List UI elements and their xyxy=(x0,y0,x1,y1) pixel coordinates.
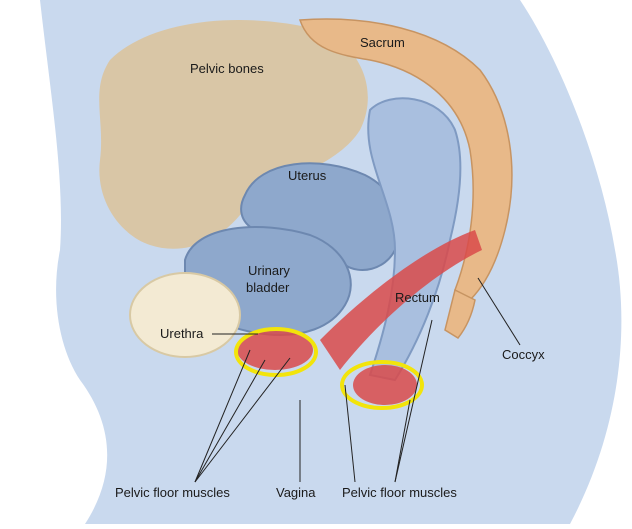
label-pelvic-floor-left: Pelvic floor muscles xyxy=(115,485,230,500)
rectal-muscle xyxy=(353,365,417,405)
label-uterus: Uterus xyxy=(288,168,327,183)
pelvic-floor-muscle xyxy=(320,230,482,370)
label-urinary: Urinary xyxy=(248,263,290,278)
label-urethra: Urethra xyxy=(160,326,204,341)
label-pelvic-floor-right: Pelvic floor muscles xyxy=(342,485,457,500)
label-vagina: Vagina xyxy=(276,485,316,500)
highlight-ring-right xyxy=(340,360,424,410)
coccyx-bone xyxy=(444,288,476,339)
pubic-bone xyxy=(129,272,241,358)
urethra-muscle xyxy=(237,330,313,370)
label-pelvic-bones: Pelvic bones xyxy=(190,61,264,76)
highlight-ring-left xyxy=(234,327,318,377)
label-bladder: bladder xyxy=(246,280,290,295)
leader-lines xyxy=(194,277,521,483)
label-sacrum: Sacrum xyxy=(360,35,405,50)
label-coccyx: Coccyx xyxy=(502,347,545,362)
label-rectum: Rectum xyxy=(395,290,440,305)
pelvic-bone xyxy=(99,20,368,249)
